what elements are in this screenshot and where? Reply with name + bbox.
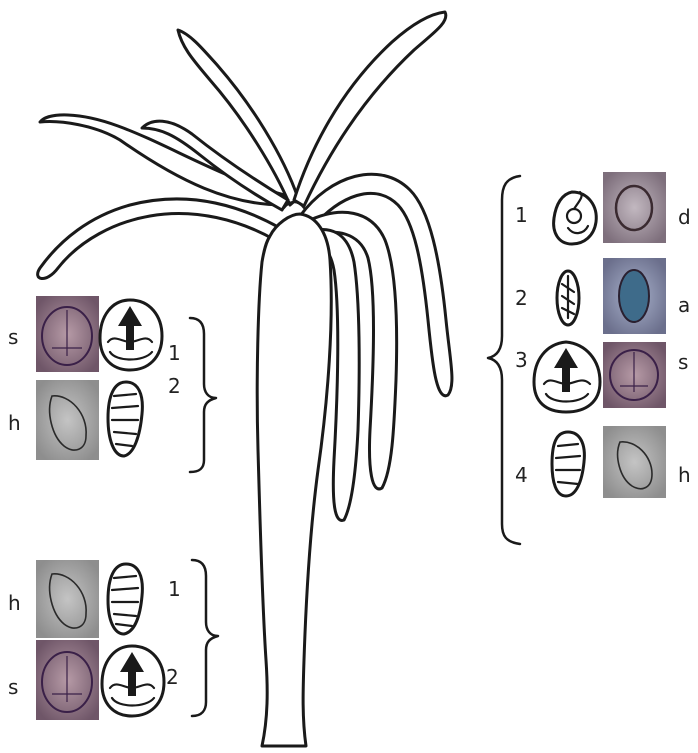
right-item-3: 3 s: [515, 342, 688, 412]
right-item-1: 1 d: [515, 172, 691, 244]
holotrichous-isorhiza-drawing-left-lower: [108, 564, 142, 634]
left-lower-item-2-type: s: [8, 675, 18, 699]
hydra-column: [257, 214, 331, 746]
left-lower-item-2-number: 2: [166, 665, 179, 689]
hydra-body: [38, 12, 452, 746]
left-lower-group-brace: [192, 560, 218, 716]
right-item-1-number: 1: [515, 203, 528, 227]
left-upper-item-1-type: s: [8, 325, 18, 349]
right-item-2-type: a: [678, 293, 690, 317]
stenotele-drawing-left-lower: [102, 646, 164, 716]
right-nematocyst-group: 1 d 2 a 3: [488, 172, 691, 544]
desmoneme-photo: [603, 172, 666, 243]
holotrichous-isorhiza-drawing-left-upper: [108, 382, 142, 456]
right-item-3-number: 3: [515, 348, 528, 372]
left-lower-item-1-number: 1: [168, 577, 181, 601]
right-item-2: 2 a: [515, 258, 690, 334]
stenotele-drawing-left-upper: [100, 300, 162, 370]
atrichous-isorhiza-drawing: [557, 271, 579, 325]
tentacle-left-down: [38, 199, 280, 279]
left-lower-item-1-type: h: [8, 591, 21, 615]
left-upper-item-1-number: 1: [168, 341, 181, 365]
right-item-3-type: s: [678, 350, 688, 374]
left-lower-nematocyst-group: h 1 s 2: [8, 560, 218, 720]
holotrichous-isorhiza-drawing-right: [552, 432, 584, 496]
right-item-4-number: 4: [515, 463, 528, 487]
right-item-4: 4 h: [515, 426, 691, 498]
left-upper-group-brace: [190, 318, 216, 472]
left-upper-nematocyst-group: s 1 h 2: [8, 296, 216, 472]
left-upper-item-2-number: 2: [168, 374, 181, 398]
left-upper-item-2-type: h: [8, 411, 21, 435]
right-item-4-type: h: [678, 463, 691, 487]
right-item-2-number: 2: [515, 286, 528, 310]
stenotele-drawing-right: [534, 342, 600, 412]
desmoneme-drawing: [554, 192, 597, 244]
right-item-1-type: d: [678, 205, 691, 229]
